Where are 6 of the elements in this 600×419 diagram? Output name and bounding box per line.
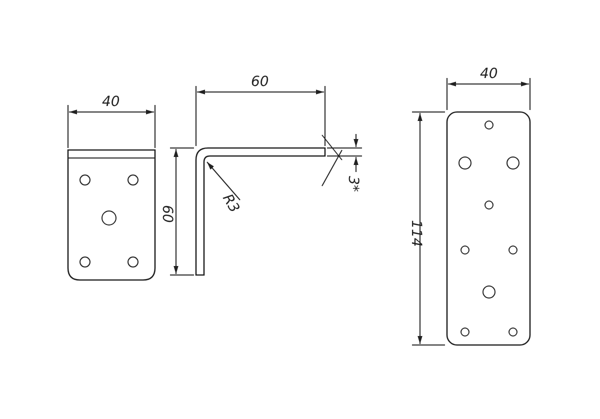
dimension-label: 40: [102, 95, 120, 109]
dimension-label: 60: [160, 205, 174, 223]
dimension-label: 3*: [346, 176, 360, 192]
dimension-label: R3: [220, 192, 242, 216]
dimension-label: 60: [251, 75, 269, 89]
dimension-label: 40: [480, 67, 498, 81]
